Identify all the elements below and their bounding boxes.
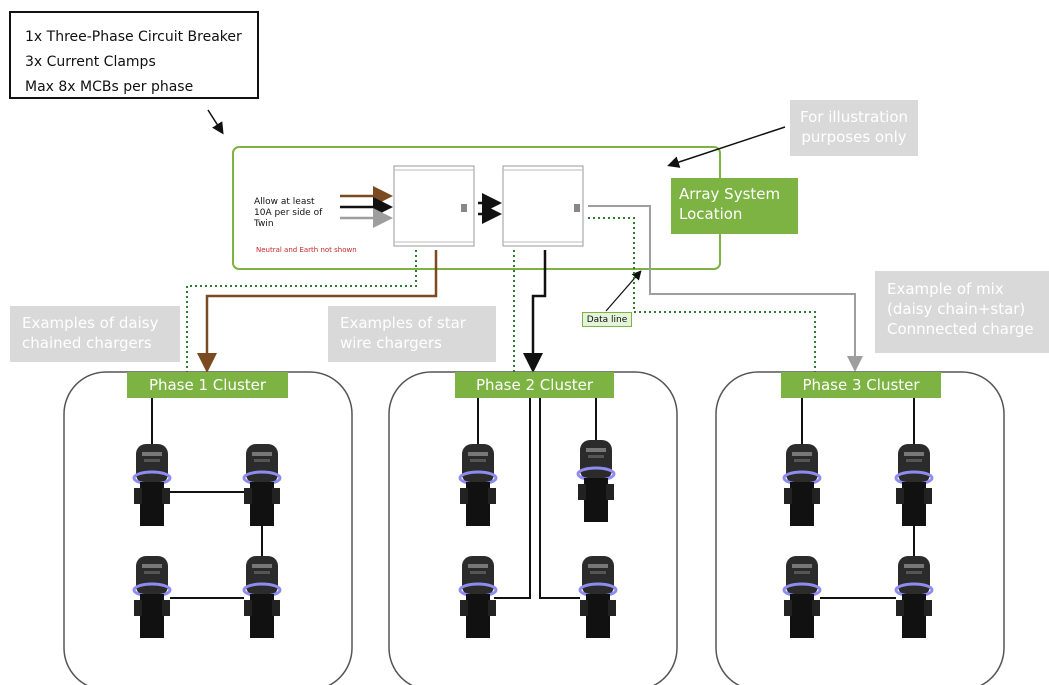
charger-p1-1 — [132, 442, 172, 528]
charger-p3-2 — [894, 442, 934, 528]
phase1-wiring — [151, 397, 263, 599]
array-location-label: Array System Location — [671, 178, 798, 234]
charger-p2-3 — [458, 554, 498, 640]
charger-p3-4 — [894, 554, 934, 640]
phase1-cluster-label: Phase 1 Cluster — [127, 372, 288, 398]
illustration-note: For illustration purposes only — [790, 100, 918, 156]
phase1-data-line — [186, 250, 417, 372]
allow-text-line: Allow at least — [254, 197, 315, 207]
charger-p3-1 — [782, 442, 822, 528]
charger-p3-3 — [782, 554, 822, 640]
star-example-note: Examples of star wire chargers — [328, 306, 496, 362]
allow-text: Allow at least 10A per side of Twin — [254, 197, 322, 230]
info-line-mcbs: Max 8x MCBs per phase — [25, 79, 194, 95]
info-line-clamps: 3x Current Clamps — [25, 54, 156, 70]
info-line-breaker: 1x Three-Phase Circuit Breaker — [25, 29, 242, 45]
charger-p2-4 — [578, 554, 618, 640]
distribution-box-2 — [502, 165, 584, 247]
allow-text-line: 10A per side of — [254, 208, 323, 218]
phase2-cluster-outline — [388, 371, 678, 685]
charger-p2-2 — [576, 438, 616, 524]
charger-p1-3 — [132, 554, 172, 640]
phase1-cluster-outline — [63, 371, 353, 685]
mix-example-note: Example of mix (daisy chain+star) Connne… — [875, 271, 1049, 353]
charger-p1-2 — [242, 442, 282, 528]
allow-text-line: Twin — [254, 219, 274, 229]
phase3-wiring — [801, 397, 915, 599]
illustration-pointer-arrow — [667, 126, 786, 168]
phase2-wiring — [477, 397, 597, 599]
charger-p2-1 — [458, 442, 498, 528]
data-line-label: Data line — [582, 312, 632, 327]
neutral-earth-note: Neutral and Earth not shown — [256, 246, 357, 254]
phase3-feed-cable — [588, 205, 863, 372]
phase2-feed-cable — [523, 250, 547, 373]
charger-p1-4 — [242, 554, 282, 640]
info-pointer-arrow — [207, 109, 224, 135]
distribution-box-1 — [393, 165, 475, 247]
phase1-feed-cable — [197, 250, 438, 373]
info-box: 1x Three-Phase Circuit Breaker 3x Curren… — [9, 11, 259, 99]
daisy-example-note: Examples of daisy chained chargers — [10, 306, 180, 362]
phase3-data-line — [588, 217, 816, 372]
phase3-cluster-outline — [715, 371, 1005, 685]
phase2-cluster-label: Phase 2 Cluster — [455, 372, 614, 398]
phase3-cluster-label: Phase 3 Cluster — [781, 372, 941, 398]
